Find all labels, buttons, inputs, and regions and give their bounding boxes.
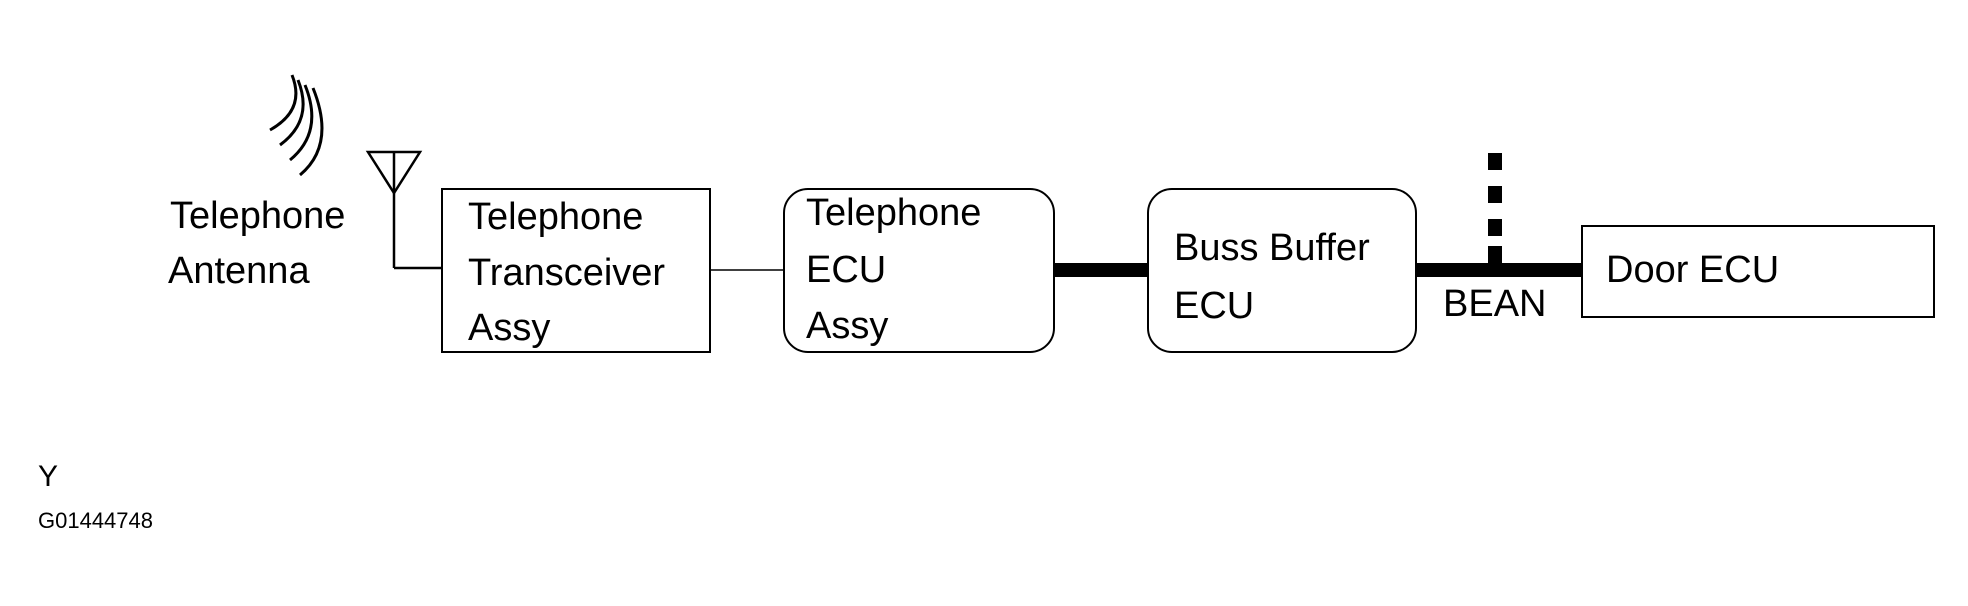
radio-wave-icon	[269, 74, 324, 177]
bean-branch-dashed	[1488, 153, 1502, 270]
antenna-label-line2: Antenna	[168, 250, 310, 292]
transceiver-line2: Transceiver	[468, 252, 666, 294]
antenna-label-line1: Telephone	[170, 195, 346, 237]
buss-buffer-line1: Buss Buffer	[1174, 227, 1370, 269]
transceiver-line3: Assy	[468, 307, 551, 349]
figure-id: G01444748	[38, 508, 153, 533]
door-ecu-box	[1581, 225, 1935, 318]
bean-bus-label: BEAN	[1443, 283, 1547, 325]
antenna-icon	[365, 150, 442, 270]
transceiver-line1: Telephone	[468, 196, 644, 238]
telephone-ecu-line1: Telephone	[806, 192, 982, 234]
telephone-ecu-line2: ECU	[806, 249, 887, 291]
footer-code: Y	[38, 460, 59, 493]
telephone-ecu-line3: Assy	[806, 305, 889, 347]
buss-buffer-line2: ECU	[1174, 285, 1255, 327]
door-ecu-label: Door ECU	[1606, 249, 1780, 291]
transceiver-box	[441, 188, 711, 353]
